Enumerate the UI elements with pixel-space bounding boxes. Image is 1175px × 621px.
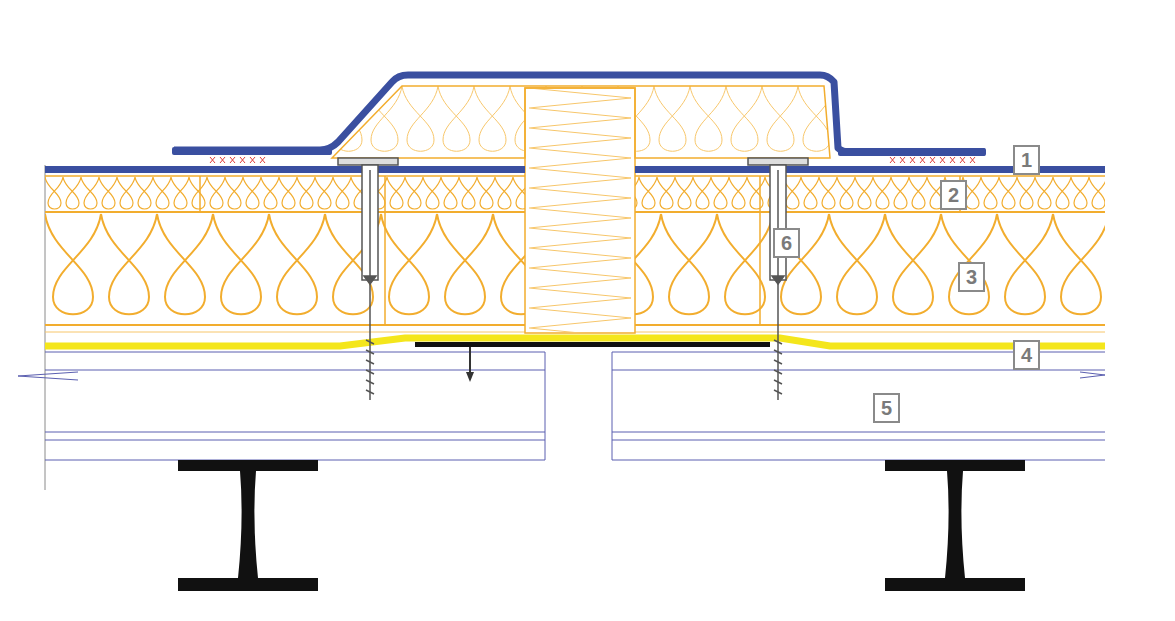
callout-number: 2	[940, 180, 967, 210]
callout-number: 6	[773, 228, 800, 258]
callout-number: 5	[873, 393, 900, 423]
callout-number: 4	[1013, 340, 1040, 370]
callout-number: 3	[958, 262, 985, 292]
callout-number: 1	[1013, 145, 1040, 175]
